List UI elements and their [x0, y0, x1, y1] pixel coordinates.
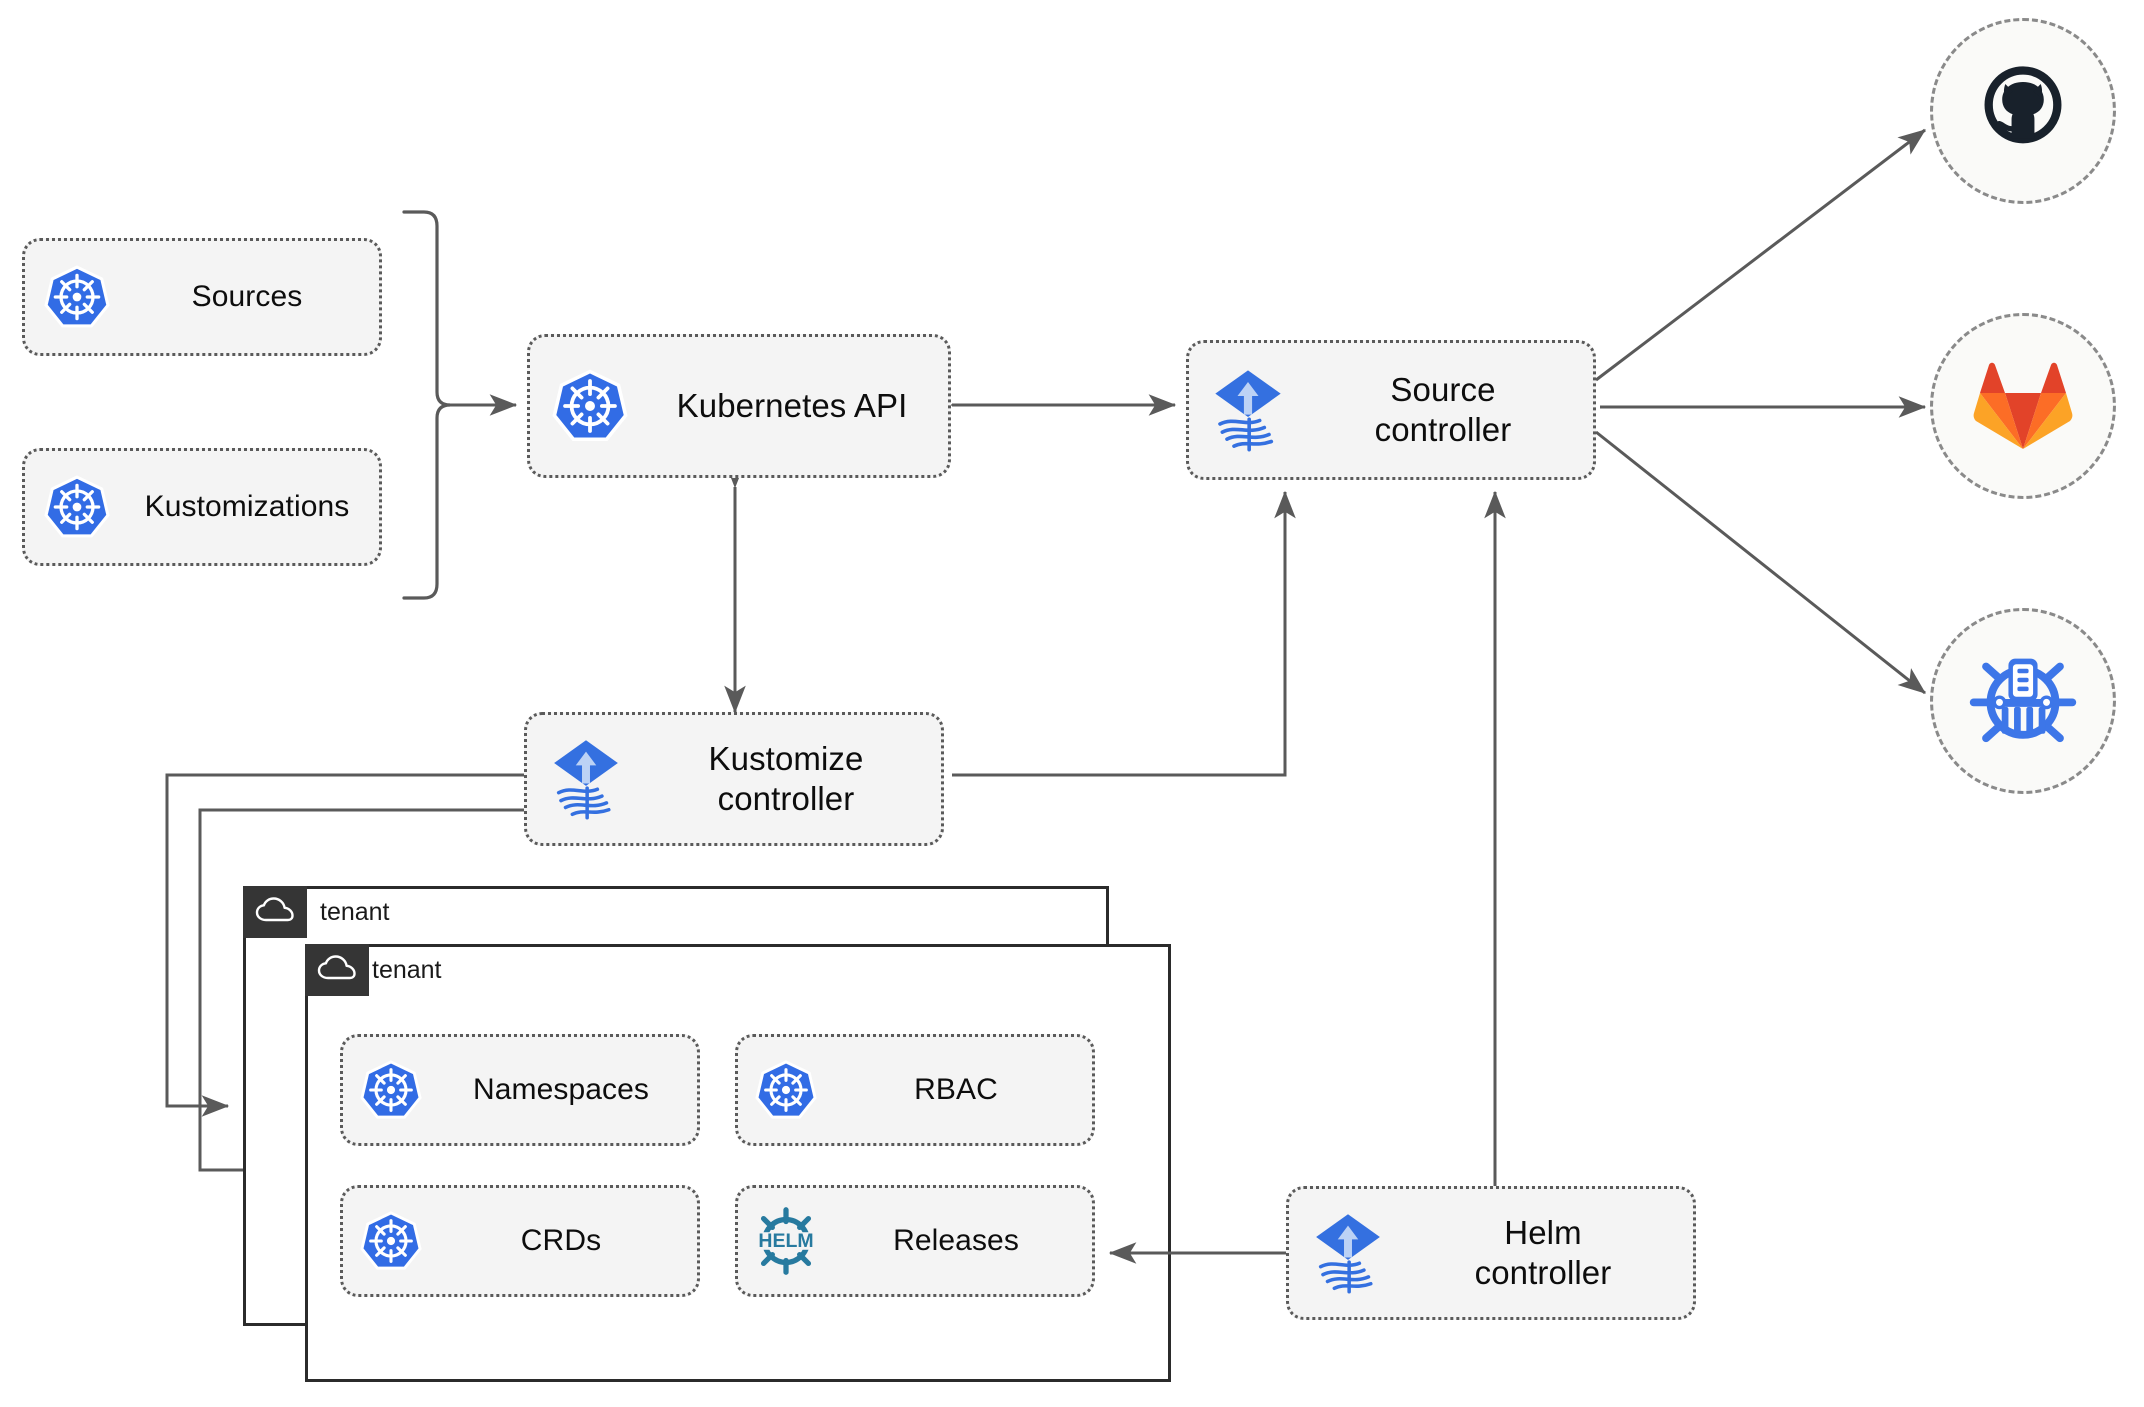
node-crds-label: CRDs [520, 1223, 602, 1257]
kubernetes-icon [343, 1059, 439, 1121]
node-releases-label: Releases [893, 1223, 1019, 1257]
kubernetes-icon [530, 368, 650, 444]
node-kustomize-controller-label: Kustomize controller [708, 739, 864, 817]
gitlab-icon [1973, 357, 2073, 456]
kubernetes-icon [25, 264, 129, 330]
node-kustomize-controller[interactable]: Kustomize controller [524, 712, 944, 846]
node-kubernetes-api-label: Kubernetes API [676, 386, 908, 424]
kubernetes-icon [343, 1210, 439, 1272]
node-helm-controller[interactable]: Helm controller [1286, 1186, 1696, 1320]
node-sources[interactable]: Sources [22, 238, 382, 356]
tenant-title-back: tenant [320, 898, 390, 926]
node-source-controller-label: Source controller [1374, 370, 1512, 448]
provider-gitlab[interactable] [1930, 313, 2116, 499]
node-namespaces-label: Namespaces [472, 1072, 650, 1106]
flux-icon [1189, 368, 1307, 452]
helm-wordmark: HELM [758, 1230, 813, 1252]
cloud-icon [255, 896, 295, 929]
kubernetes-icon [738, 1059, 834, 1121]
tenant-tab-front [305, 944, 369, 996]
cloud-icon [317, 954, 357, 987]
provider-github[interactable] [1930, 18, 2116, 204]
tenant-container-front [305, 944, 1171, 1382]
helm-icon: HELM [738, 1202, 834, 1280]
flux-icon [1289, 1212, 1407, 1294]
node-helm-controller-label: Helm controller [1474, 1213, 1612, 1291]
node-crds[interactable]: CRDs [340, 1185, 700, 1297]
tenant-tab-back [243, 886, 307, 938]
flux-icon [527, 738, 645, 820]
tenant-title-front: tenant [372, 956, 442, 984]
github-icon [1971, 57, 2075, 166]
node-releases[interactable]: HELM Releases [735, 1185, 1095, 1297]
kubernetes-icon [25, 474, 129, 540]
provider-helm-repository[interactable] [1930, 608, 2116, 794]
node-kubernetes-api[interactable]: Kubernetes API [527, 334, 951, 478]
node-sources-label: Sources [191, 279, 303, 313]
node-kustomizations[interactable]: Kustomizations [22, 448, 382, 566]
node-namespaces[interactable]: Namespaces [340, 1034, 700, 1146]
helm-repository-icon [1967, 643, 2079, 760]
node-rbac-label: RBAC [914, 1072, 998, 1106]
node-kustomizations-label: Kustomizations [144, 489, 350, 523]
node-rbac[interactable]: RBAC [735, 1034, 1095, 1146]
node-source-controller[interactable]: Source controller [1186, 340, 1596, 480]
